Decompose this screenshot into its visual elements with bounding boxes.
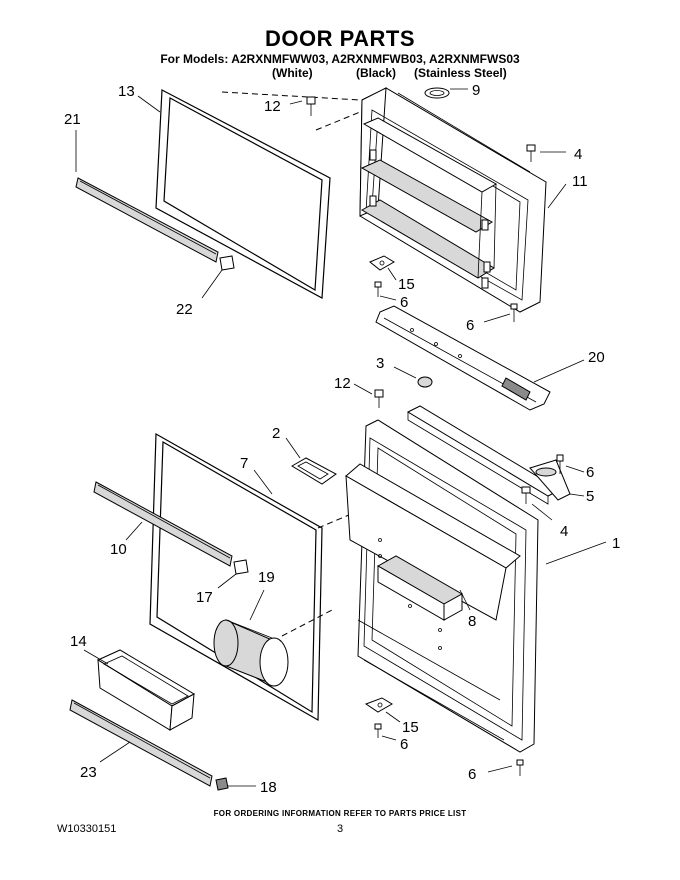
callout-3: 3: [376, 355, 384, 372]
part-19-dairy-bin: [213, 619, 289, 687]
models-line: For Models: A2RXNMFWW03, A2RXNMFWB03, A2…: [160, 52, 520, 66]
callout-6-upper-left: 6: [400, 294, 408, 311]
part-6-screw-upper-left: [374, 281, 382, 297]
callout-21: 21: [64, 111, 81, 128]
callout-23: 23: [80, 764, 97, 781]
page-number: 3: [337, 823, 344, 835]
callout-10: 10: [110, 541, 127, 558]
callout-18: 18: [260, 779, 277, 796]
callout-12-upper: 12: [264, 98, 281, 115]
leader-lines: [75, 88, 607, 787]
callout-12-lower: 12: [334, 375, 351, 392]
variant-stainless: (Stainless Steel): [414, 66, 507, 80]
part-6-screw-lower-right: [516, 759, 524, 776]
part-21-freezer-trim: [75, 177, 219, 263]
ordering-note: FOR ORDERING INFORMATION REFER TO PARTS …: [213, 809, 467, 818]
part-14-door-bin: [96, 649, 196, 731]
callout-11: 11: [572, 173, 588, 190]
part-9-plug: [424, 87, 450, 99]
part-13-freezer-gasket: [155, 89, 331, 299]
part-17-trim-end-cap: [233, 559, 249, 575]
callout-19: 19: [258, 569, 275, 586]
part-15-bracket-upper: [369, 255, 395, 271]
document-number: W10330151: [57, 823, 117, 835]
callout-6-lower-right: 6: [468, 766, 476, 783]
callout-4-upper: 4: [574, 146, 582, 163]
callout-labels: 13 12 9 21 4 11 22 15 6 6 20 3 12 2 7 6 …: [64, 82, 620, 796]
part-22-trim-end-cap: [219, 255, 235, 271]
callout-6-hinge: 6: [586, 464, 594, 481]
part-7-fresh-food-gasket: [149, 432, 323, 722]
callout-17: 17: [196, 589, 213, 606]
callout-9: 9: [472, 82, 480, 99]
part-15-bracket-lower: [364, 697, 393, 713]
callout-13: 13: [118, 83, 135, 100]
part-4-screw-upper: [526, 144, 536, 162]
callout-15-upper: 15: [398, 276, 415, 293]
part-6-screw-lower-left: [374, 723, 382, 738]
page-title: DOOR PARTS: [264, 26, 416, 51]
callout-2: 2: [272, 425, 280, 442]
callout-15-lower: 15: [402, 719, 419, 736]
variant-white: (White): [272, 66, 313, 80]
variant-black: (Black): [356, 66, 397, 80]
part-18-end-cap: [215, 777, 229, 791]
part-11-freezer-door: [359, 87, 547, 313]
part-1-fresh-food-door: [345, 405, 562, 753]
part-10-fresh-food-trim: [93, 481, 233, 567]
part-20-door-cap: [375, 305, 551, 411]
callout-1: 1: [612, 535, 620, 552]
part-12-screw-upper: [306, 96, 316, 116]
part-6-screw-hinge: [556, 454, 564, 474]
part-6-screw-upper-right: [510, 303, 518, 322]
part-23-bottom-trim: [69, 699, 213, 787]
callout-22: 22: [176, 301, 193, 318]
callout-7: 7: [240, 455, 248, 472]
part-4-screw-lower: [521, 486, 531, 504]
callout-6-upper-right: 6: [466, 317, 474, 334]
part-12-screw-lower: [374, 389, 384, 408]
part-3-plug: [417, 376, 433, 388]
callout-6-lower-left: 6: [400, 736, 408, 753]
callout-20: 20: [588, 349, 605, 366]
callout-8: 8: [468, 613, 476, 630]
callout-14: 14: [70, 633, 87, 650]
callout-4-lower: 4: [560, 523, 568, 540]
part-2-frame: [291, 457, 337, 485]
callout-5: 5: [586, 488, 594, 505]
